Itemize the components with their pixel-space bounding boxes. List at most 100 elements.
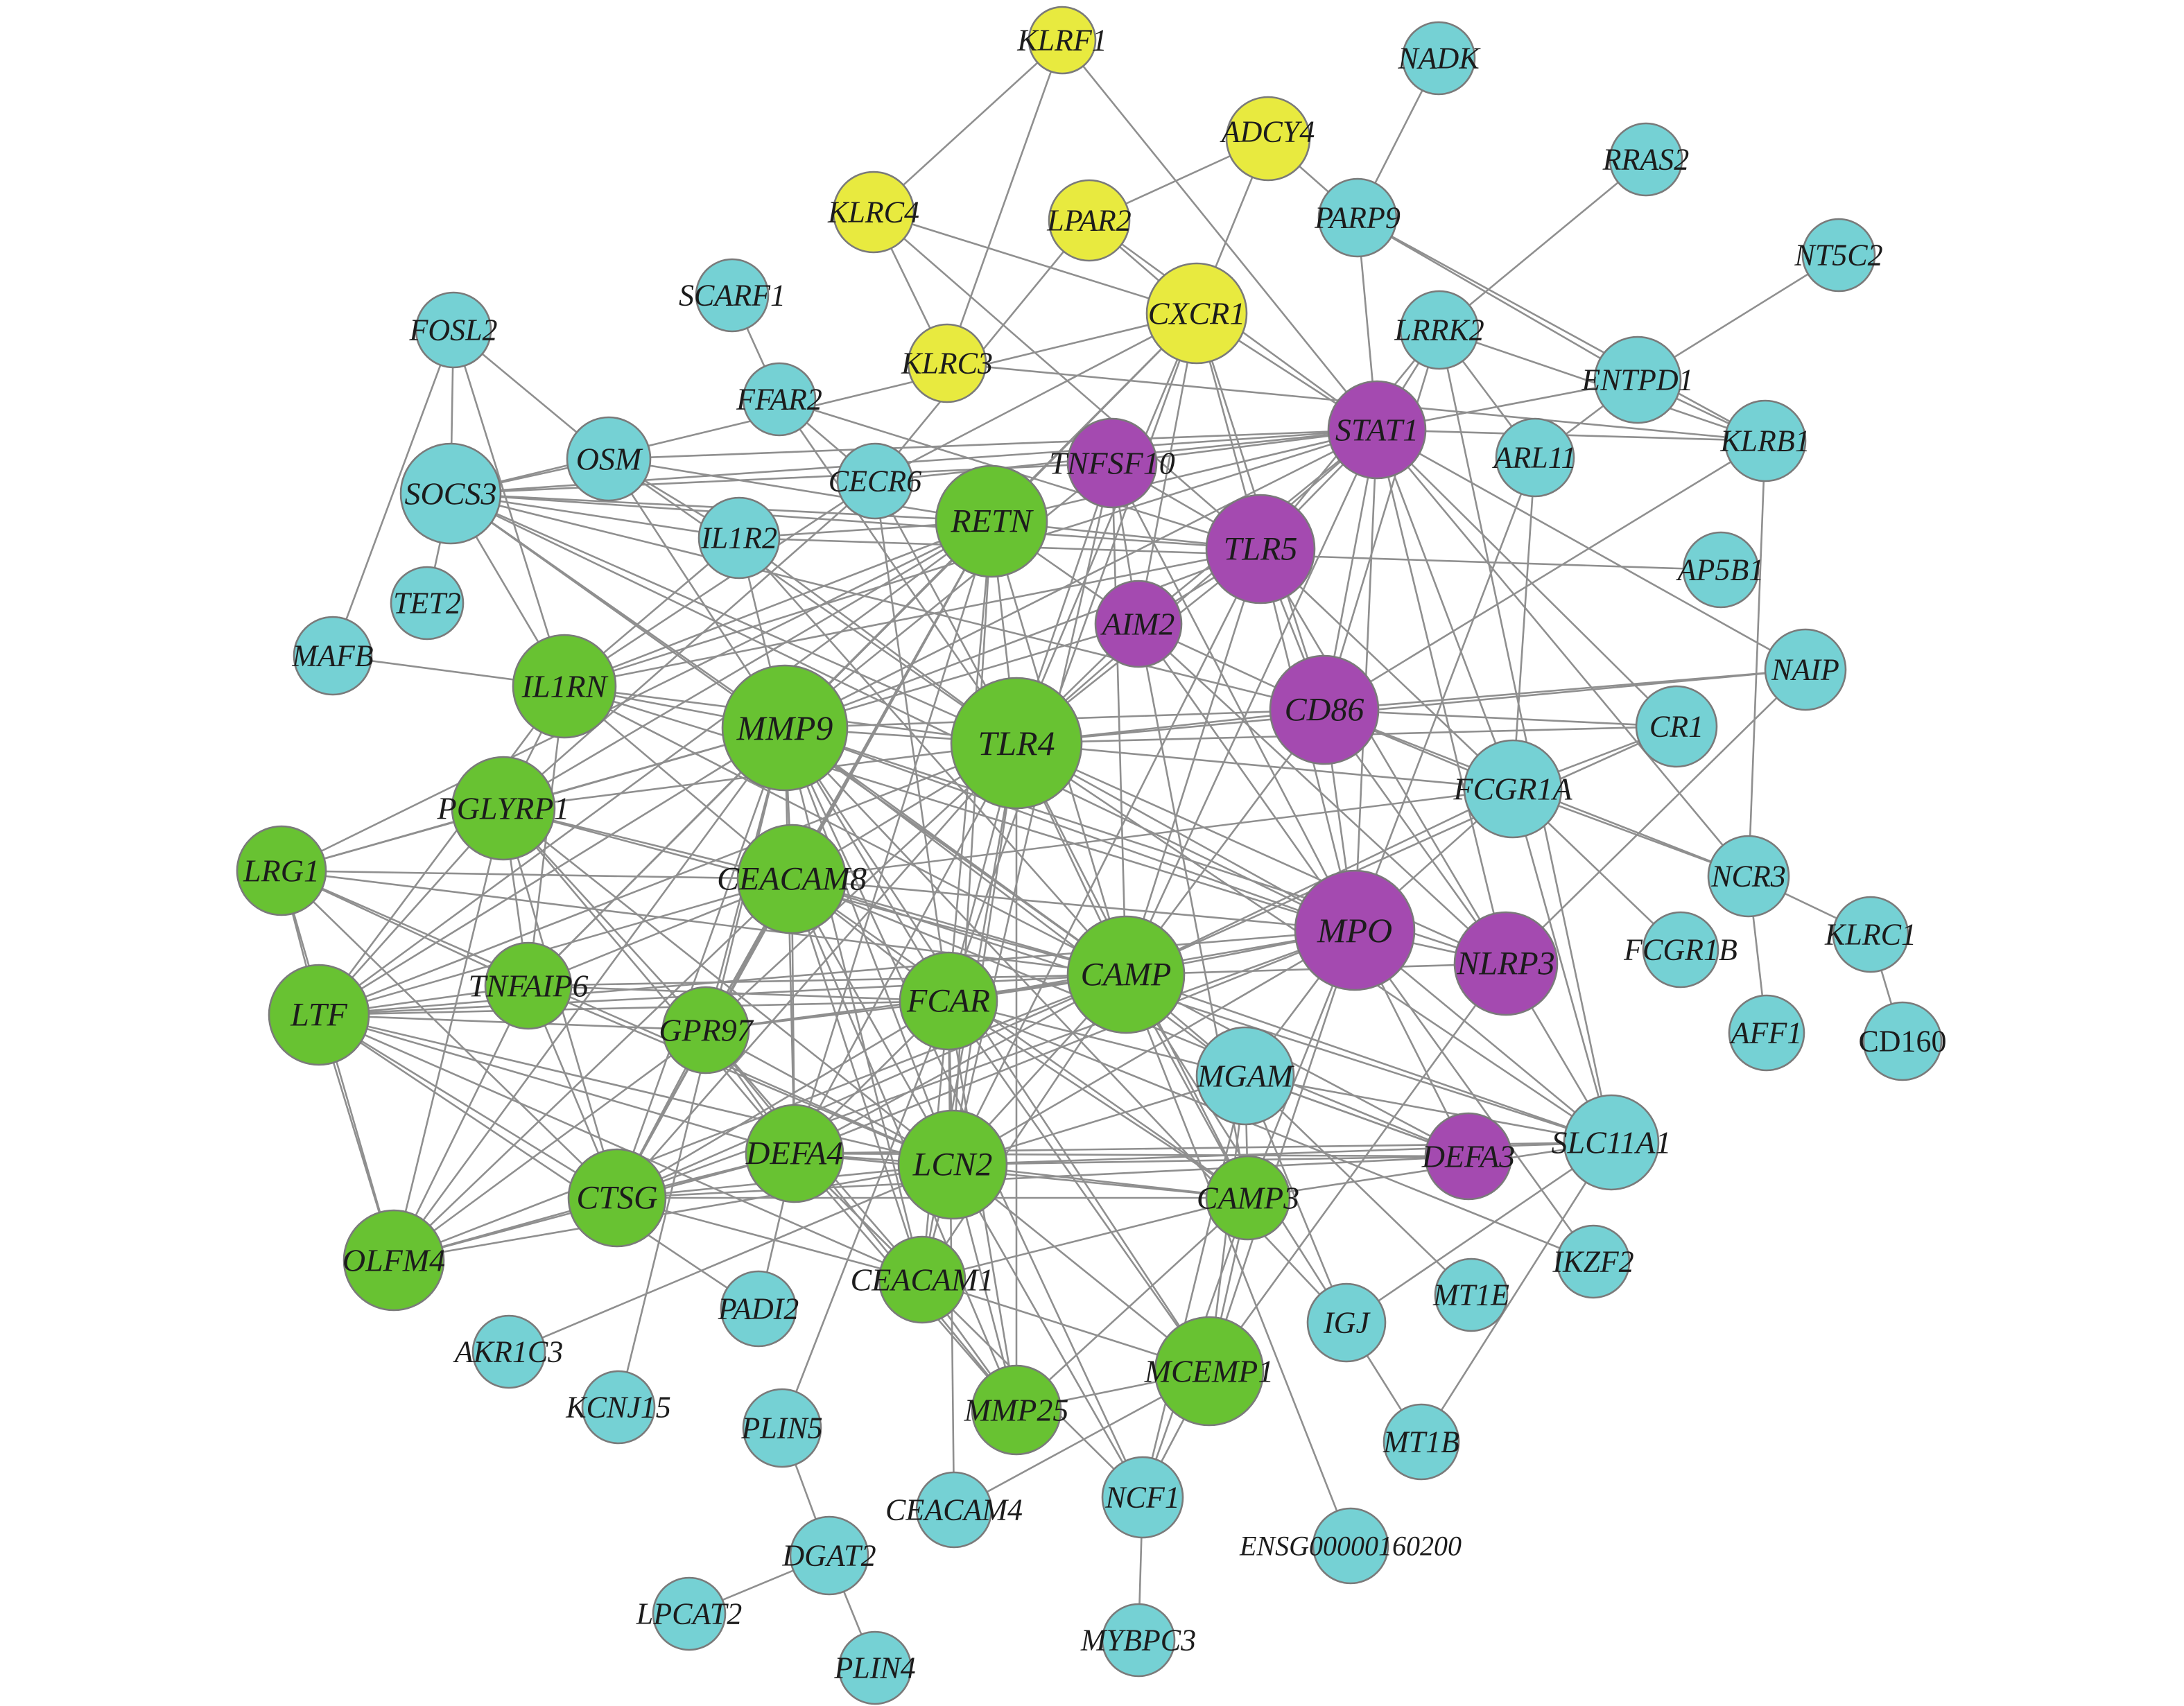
node-mmp9[interactable]: MMP9 bbox=[721, 664, 849, 792]
node-circle[interactable] bbox=[950, 677, 1083, 810]
node-circle[interactable] bbox=[971, 1364, 1062, 1456]
node-cr1[interactable]: CR1 bbox=[1635, 685, 1718, 768]
node-lrrk2[interactable]: LRRK2 bbox=[1394, 290, 1484, 370]
node-circle[interactable] bbox=[1453, 911, 1559, 1016]
node-cecr6[interactable]: CECR6 bbox=[829, 442, 921, 520]
node-gpr97[interactable]: GPR97 bbox=[659, 986, 754, 1074]
node-klrf1[interactable]: KLRF1 bbox=[1016, 6, 1107, 75]
node-circle[interactable] bbox=[451, 756, 556, 861]
node-parp9[interactable]: PARP9 bbox=[1314, 177, 1401, 258]
node-circle[interactable] bbox=[720, 1270, 797, 1348]
node-mpo[interactable]: MPO bbox=[1294, 869, 1416, 991]
node-circle[interactable] bbox=[915, 1471, 993, 1549]
node-circle[interactable] bbox=[1205, 494, 1316, 604]
node-circle[interactable] bbox=[907, 323, 987, 403]
node-tlr5[interactable]: TLR5 bbox=[1205, 494, 1316, 604]
node-circle[interactable] bbox=[1327, 380, 1427, 480]
node-circle[interactable] bbox=[832, 171, 915, 254]
node-aff1[interactable]: AFF1 bbox=[1728, 994, 1805, 1072]
node-circle[interactable] bbox=[1094, 580, 1183, 668]
node-fosl2[interactable]: FOSL2 bbox=[408, 291, 498, 369]
node-circle[interactable] bbox=[1101, 1456, 1184, 1539]
node-circle[interactable] bbox=[742, 362, 817, 437]
node-circle[interactable] bbox=[471, 1314, 546, 1389]
node-circle[interactable] bbox=[899, 951, 998, 1051]
node-circle[interactable] bbox=[1028, 6, 1097, 75]
node-il1rn[interactable]: IL1RN bbox=[512, 634, 617, 739]
node-circle[interactable] bbox=[1682, 531, 1760, 609]
node-circle[interactable] bbox=[1556, 1224, 1631, 1299]
node-circle[interactable] bbox=[1145, 262, 1248, 365]
node-lrg1[interactable]: LRG1 bbox=[236, 825, 327, 916]
node-ceacam4[interactable]: CEACAM4 bbox=[885, 1471, 1023, 1549]
node-circle[interactable] bbox=[1724, 399, 1807, 482]
node-lpar2[interactable]: LPAR2 bbox=[1046, 179, 1132, 262]
node-fcar[interactable]: FCAR bbox=[899, 951, 998, 1051]
node-circle[interactable] bbox=[721, 664, 849, 792]
node-circle[interactable] bbox=[1383, 1403, 1460, 1481]
node-circle[interactable] bbox=[1801, 218, 1876, 293]
node-ffar2[interactable]: FFAR2 bbox=[736, 362, 822, 437]
node-ceacam8[interactable]: CEACAM8 bbox=[717, 824, 867, 934]
node-circle[interactable] bbox=[1101, 1603, 1176, 1678]
node-stat1[interactable]: STAT1 bbox=[1327, 380, 1427, 480]
node-il1r2[interactable]: IL1R2 bbox=[697, 496, 781, 580]
node-circle[interactable] bbox=[789, 1515, 869, 1596]
node-circle[interactable] bbox=[1312, 1507, 1389, 1585]
node-circle[interactable] bbox=[745, 1104, 844, 1203]
node-klrc1[interactable]: KLRC1 bbox=[1824, 896, 1916, 973]
node-ceacam1[interactable]: CEACAM1 bbox=[851, 1235, 994, 1324]
node-slc11a1[interactable]: SLC11A1 bbox=[1552, 1094, 1672, 1191]
node-tnfaip6[interactable]: TNFAIP6 bbox=[469, 941, 589, 1030]
node-circle[interactable] bbox=[1306, 1282, 1387, 1363]
node-circle[interactable] bbox=[1225, 96, 1311, 182]
node-circle[interactable] bbox=[1205, 1155, 1291, 1241]
node-circle[interactable] bbox=[1424, 1112, 1513, 1201]
node-circle[interactable] bbox=[1635, 685, 1718, 768]
node-plin4[interactable]: PLIN4 bbox=[833, 1630, 916, 1705]
node-circle[interactable] bbox=[1048, 179, 1131, 262]
node-mybpc3[interactable]: MYBPC3 bbox=[1080, 1603, 1196, 1678]
node-olfm4[interactable]: OLFM4 bbox=[343, 1209, 445, 1312]
node-ctsg[interactable]: CTSG bbox=[567, 1148, 667, 1248]
node-ltf[interactable]: LTF bbox=[268, 964, 370, 1066]
node-circle[interactable] bbox=[567, 1148, 667, 1248]
node-pglyrp1[interactable]: PGLYRP1 bbox=[437, 756, 570, 861]
node-defa3[interactable]: DEFA3 bbox=[1421, 1112, 1516, 1201]
node-nadk[interactable]: NADK bbox=[1397, 21, 1481, 96]
node-plin5[interactable]: PLIN5 bbox=[740, 1388, 823, 1468]
node-circle[interactable] bbox=[742, 1388, 822, 1468]
node-socs3[interactable]: SOCS3 bbox=[399, 442, 502, 545]
node-akr1c3[interactable]: AKR1C3 bbox=[453, 1314, 563, 1389]
node-circle[interactable] bbox=[566, 416, 652, 502]
node-circle[interactable] bbox=[1832, 896, 1909, 973]
node-circle[interactable] bbox=[1066, 417, 1158, 509]
node-circle[interactable] bbox=[1728, 994, 1805, 1072]
node-rras2[interactable]: RRAS2 bbox=[1602, 122, 1690, 197]
node-circle[interactable] bbox=[661, 986, 750, 1074]
node-tnfsf10[interactable]: TNFSF10 bbox=[1049, 417, 1175, 509]
node-circle[interactable] bbox=[1195, 1026, 1295, 1126]
node-ap5b1[interactable]: AP5B1 bbox=[1676, 531, 1765, 609]
node-circle[interactable] bbox=[1593, 336, 1682, 424]
node-dgat2[interactable]: DGAT2 bbox=[781, 1515, 876, 1596]
node-circle[interactable] bbox=[1294, 869, 1416, 991]
node-camp[interactable]: CAMP bbox=[1066, 915, 1186, 1034]
node-lpcat2[interactable]: LPCAT2 bbox=[636, 1576, 742, 1651]
node-circle[interactable] bbox=[1066, 915, 1186, 1034]
node-circle[interactable] bbox=[581, 1370, 656, 1445]
node-lcn2[interactable]: LCN2 bbox=[897, 1109, 1008, 1220]
node-circle[interactable] bbox=[878, 1235, 967, 1324]
node-circle[interactable] bbox=[1609, 122, 1683, 197]
node-ncf1[interactable]: NCF1 bbox=[1101, 1456, 1184, 1539]
node-aim2[interactable]: AIM2 bbox=[1094, 580, 1183, 668]
node-circle[interactable] bbox=[695, 258, 770, 333]
node-cd86[interactable]: CD86 bbox=[1269, 654, 1380, 765]
node-klrc3[interactable]: KLRC3 bbox=[901, 323, 993, 403]
node-circle[interactable] bbox=[1269, 654, 1380, 765]
node-ikzf2[interactable]: IKZF2 bbox=[1552, 1224, 1634, 1299]
node-naip[interactable]: NAIP bbox=[1764, 628, 1847, 711]
node-circle[interactable] bbox=[736, 824, 847, 934]
node-klrb1[interactable]: KLRB1 bbox=[1719, 399, 1810, 482]
node-ensg00000160200[interactable]: ENSG00000160200 bbox=[1239, 1507, 1462, 1585]
